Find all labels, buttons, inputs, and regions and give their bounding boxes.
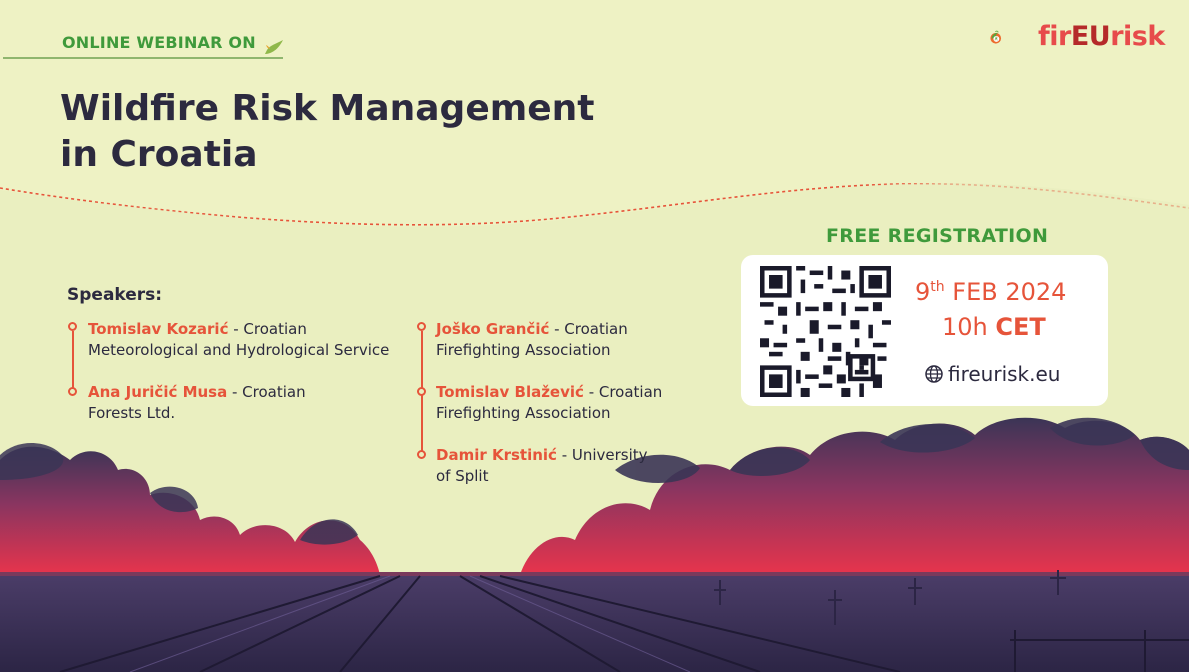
webinar-underline — [3, 57, 283, 59]
speaker-item: Tomislav Blažević - Croatian Firefightin… — [436, 382, 662, 424]
logo-wordmark: firEUrisk — [1038, 21, 1165, 52]
leaf-icon — [265, 40, 283, 54]
speaker-org: - University — [556, 446, 648, 464]
speaker-item: Joško Grančić - Croatian Firefighting As… — [436, 319, 628, 361]
speaker-org: - Croatian — [227, 383, 306, 401]
speaker-org: - Croatian — [549, 320, 628, 338]
title-line-1: Wildfire Risk Management — [60, 88, 595, 129]
title-line-2: in Croatia — [60, 134, 258, 175]
speaker-name: Joško Grančić — [436, 320, 550, 338]
website-link[interactable]: fireurisk.eu — [924, 362, 1060, 386]
event-hour: 10h — [942, 313, 988, 341]
timeline-dot — [68, 322, 77, 331]
speaker-org-cont: Forests Ltd. — [88, 404, 176, 422]
logo-prefix: fir — [1038, 21, 1071, 52]
timeline-dot — [417, 450, 426, 459]
event-day-suffix: th — [930, 279, 945, 295]
timeline-dot — [68, 387, 77, 396]
logo-eu: EU — [1070, 21, 1111, 52]
speaker-item: Ana Juričić Musa - Croatian Forests Ltd. — [88, 382, 306, 424]
speaker-name: Ana Juričić Musa — [88, 383, 228, 401]
event-timezone: CET — [995, 313, 1046, 341]
speaker-name: Tomislav Kozarić — [88, 320, 229, 338]
timeline-dot — [417, 322, 426, 331]
webinar-label: ONLINE WEBINAR ON — [62, 33, 256, 52]
timeline-dot — [417, 387, 426, 396]
speaker-org: - Croatian — [228, 320, 307, 338]
event-month-year: FEB 2024 — [944, 278, 1067, 306]
website-url[interactable]: fireurisk.eu — [948, 362, 1061, 386]
qr-code-icon[interactable] — [760, 266, 891, 397]
timeline-line-left — [72, 331, 74, 393]
speaker-name: Tomislav Blažević — [436, 383, 584, 401]
speaker-org-cont: Firefighting Association — [436, 341, 611, 359]
event-time: 10h CET — [942, 313, 1046, 341]
event-day: 9 — [915, 278, 931, 306]
speaker-item: Damir Krstinić - University of Split — [436, 445, 648, 487]
free-registration-label: FREE REGISTRATION — [826, 225, 1049, 247]
speakers-label: Speakers: — [67, 285, 163, 305]
speaker-org-cont: of Split — [436, 467, 489, 485]
speaker-org-cont: Meteorological and Hydrological Service — [88, 341, 390, 359]
flame-leaf-logo-icon — [990, 30, 1002, 44]
speaker-org-cont: Firefighting Association — [436, 404, 611, 422]
globe-icon — [925, 365, 943, 383]
logo-suffix: risk — [1110, 21, 1165, 52]
event-date: 9th FEB 2024 — [915, 278, 1066, 306]
page-title: Wildfire Risk Management in Croatia — [60, 86, 595, 178]
speaker-org: - Croatian — [583, 383, 663, 401]
speaker-name: Damir Krstinić — [436, 446, 557, 464]
speaker-item: Tomislav Kozarić - Croatian Meteorologic… — [88, 319, 389, 361]
